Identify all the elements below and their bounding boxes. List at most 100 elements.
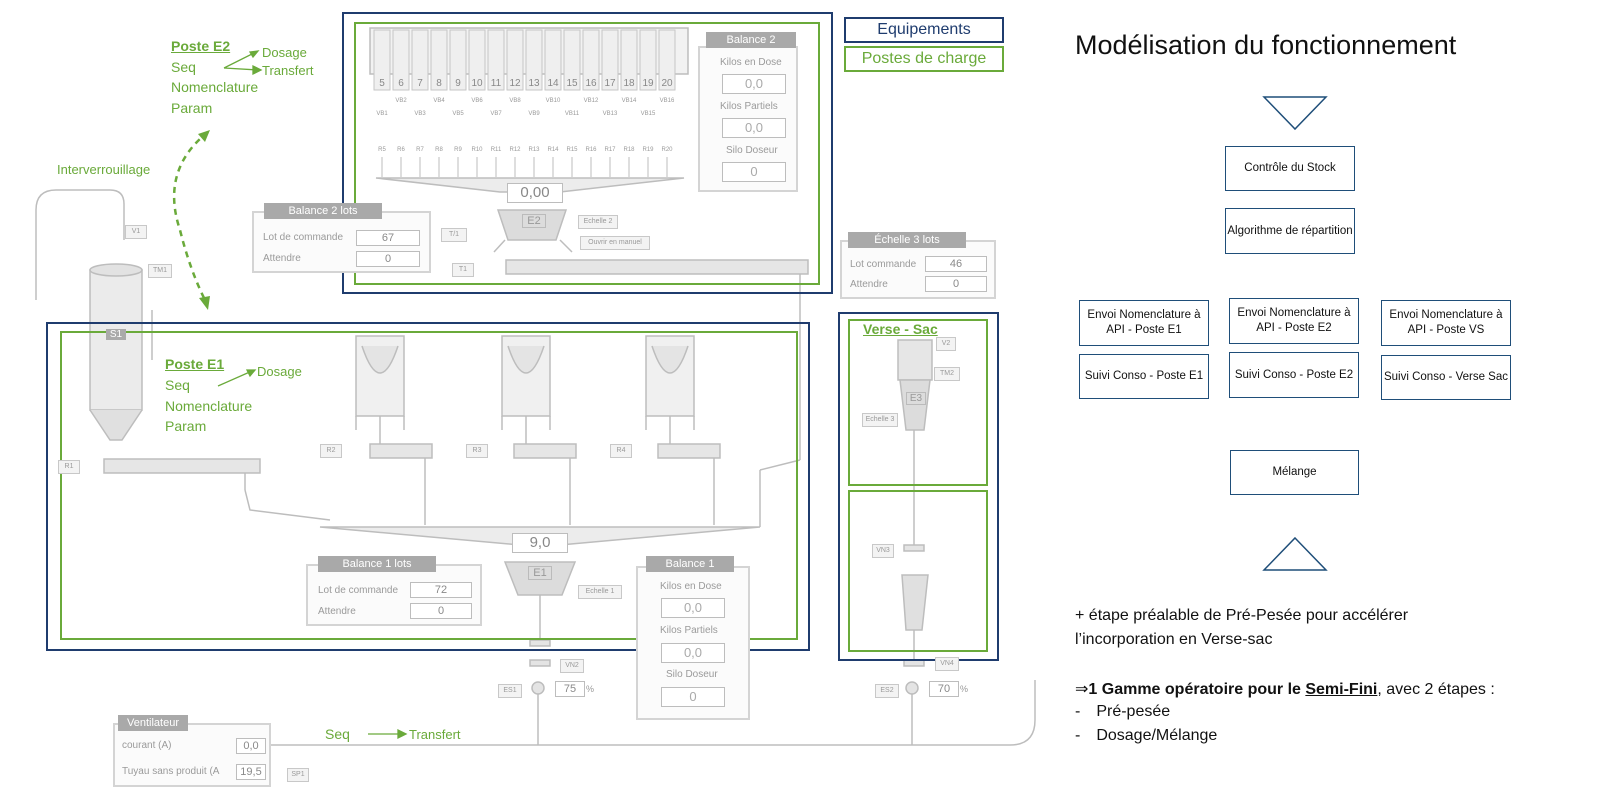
flow-suivi-e2: Suivi Conso - Poste E2: [1229, 352, 1359, 398]
balance2-silo-doseur-value: 0: [722, 162, 786, 182]
equipement-frame-e1: [46, 322, 810, 651]
ventilateur-tuyau-value: 19,5: [236, 764, 266, 780]
valve-label: VB16: [659, 98, 675, 104]
valve-label: VB11: [564, 111, 580, 117]
verse-sac-title: Verse - Sac: [863, 321, 938, 337]
flow-controle-stock: Contrôle du Stock: [1225, 146, 1355, 191]
balance1-lots-lot-value: 72: [410, 582, 472, 598]
poste-e2-seq: Seq: [171, 59, 196, 75]
valve-label: VB10: [545, 98, 561, 104]
poste-e1-title: Poste E1: [165, 356, 225, 372]
flow-melange: Mélange: [1230, 450, 1359, 495]
note-line1: + étape préalable de Pré-Pesée pour accé…: [1075, 607, 1409, 624]
balance2-lots-attendre-label: Attendre: [263, 253, 301, 264]
scale-e2-tag: Echelle 2: [578, 215, 618, 229]
interlock-label: Interverrouillage: [57, 162, 151, 177]
poste-e2-nomenclature: Nomenclature: [171, 79, 259, 95]
balance2-lots-lot-value: 67: [356, 230, 420, 246]
poste-e2-title: Poste E2: [171, 38, 231, 54]
feeder-label: R18: [623, 147, 635, 153]
page-title: Modélisation du fonctionnement: [1075, 30, 1457, 60]
screw-r1-label: R1: [58, 460, 80, 474]
balance1-kilos-partiels-value: 0,0: [661, 643, 725, 663]
valve-es2-unit: %: [960, 684, 969, 694]
silo-number: 16: [585, 78, 597, 89]
poste-e1-seq: Seq: [165, 377, 190, 393]
silo-number: 14: [547, 78, 559, 89]
bullet-dash: -: [1075, 727, 1081, 744]
valve-vn3-label: VN3: [872, 544, 894, 558]
balance1-lots-attendre-value: 0: [410, 603, 472, 619]
balance2-kilos-dose-value: 0,0: [722, 74, 786, 94]
motor-tm1-label: TM1: [148, 264, 172, 278]
poste-frame-e2: [354, 22, 820, 285]
feeder-label: R9: [454, 147, 462, 153]
balance1-lots-title: Balance 1 lots: [318, 556, 436, 572]
feeder-label: R16: [585, 147, 597, 153]
implies-icon: ⇒: [1075, 681, 1089, 698]
poste-frame-vs-bottom: [848, 490, 988, 652]
feeder-label: R7: [416, 147, 424, 153]
manual-open-button[interactable]: Ouvrir en manuel: [580, 236, 650, 250]
feeder-label: R15: [566, 147, 578, 153]
feeder-label: R8: [435, 147, 443, 153]
valve-label: VB6: [471, 98, 483, 104]
bottom-transfert: Transfert: [409, 727, 461, 742]
valve-label: VB3: [414, 111, 426, 117]
flow-suivi-vs: Suivi Conso - Verse Sac: [1381, 355, 1511, 400]
balance2-kilos-dose-label: Kilos en Dose: [720, 57, 782, 68]
valve-label: VB2: [395, 98, 407, 104]
valve-label: VB1: [376, 111, 388, 117]
scale-e3-tag: Echelle 3: [862, 413, 898, 427]
feeder-label: R5: [378, 147, 386, 153]
valve-vn2-label: VN2: [560, 659, 584, 673]
silo-s1-label: S1: [106, 329, 126, 340]
balance2-lots-lot-label: Lot de commande: [263, 232, 344, 243]
silo-number: 5: [379, 78, 385, 89]
silo-number: 12: [509, 78, 521, 89]
valve-label: VB14: [621, 98, 637, 104]
silo-number: 11: [490, 78, 502, 89]
note-semi-fini: Semi-Fini: [1305, 681, 1378, 698]
valve-label: VB8: [509, 98, 521, 104]
balance2-silo-doseur-label: Silo Doseur: [726, 145, 778, 156]
feeder-label: R12: [509, 147, 521, 153]
scale-e2-label: E2: [522, 214, 546, 228]
balance1-title: Balance 1: [646, 556, 734, 572]
note-gamme-bold: 1 Gamme opératoire pour le: [1088, 681, 1306, 698]
bottom-seq: Seq: [325, 726, 350, 742]
silo-number: 17: [604, 78, 616, 89]
valve-v1-label: V1: [125, 225, 147, 239]
balance2-lots-attendre-value: 0: [356, 251, 420, 267]
balance2-lots-title: Balance 2 lots: [264, 203, 382, 219]
legend-equipements: Equipements: [844, 17, 1004, 43]
poste-e1-param: Param: [165, 418, 207, 434]
scale-e1-label: E1: [528, 566, 552, 580]
valve-label: VB15: [640, 111, 656, 117]
end-triangle-icon: [1262, 536, 1328, 571]
flow-envoi-e1: Envoi Nomenclature à API - Poste E1: [1079, 300, 1209, 346]
valve-es1-label: ES1: [498, 684, 522, 698]
feeder-label: R11: [490, 147, 502, 153]
balance1-kilos-dose-value: 0,0: [661, 598, 725, 618]
ventilateur-tuyau-label: Tuyau sans produit (A: [122, 766, 220, 777]
valve-es1-unit: %: [586, 684, 595, 694]
bullet-dash: -: [1075, 703, 1081, 720]
step2-text: Dosage/Mélange: [1096, 727, 1218, 744]
note-gamme-rest: , avec 2 étapes :: [1377, 681, 1495, 698]
balance1-kilos-dose-label: Kilos en Dose: [660, 581, 722, 592]
scale-e2-value: 0,00: [507, 183, 563, 203]
ventilateur-title: Ventilateur: [118, 715, 188, 731]
poste-e1-nomenclature: Nomenclature: [165, 398, 253, 414]
echelle3-lots-title: Échelle 3 lots: [848, 232, 966, 248]
balance2-kilos-partiels-label: Kilos Partiels: [720, 101, 778, 112]
fan-sp1-label: SP1: [287, 768, 309, 782]
valve-label: VB12: [583, 98, 599, 104]
poste-e1-dosage: Dosage: [257, 364, 302, 379]
screw-r4-label: R4: [610, 444, 632, 458]
valve-label: VB9: [528, 111, 540, 117]
screw-r3-label: R3: [466, 444, 488, 458]
poste-frame-vs-top: [848, 319, 988, 486]
equipement-frame-vs: [838, 312, 999, 661]
balance2-title: Balance 2: [706, 32, 796, 48]
